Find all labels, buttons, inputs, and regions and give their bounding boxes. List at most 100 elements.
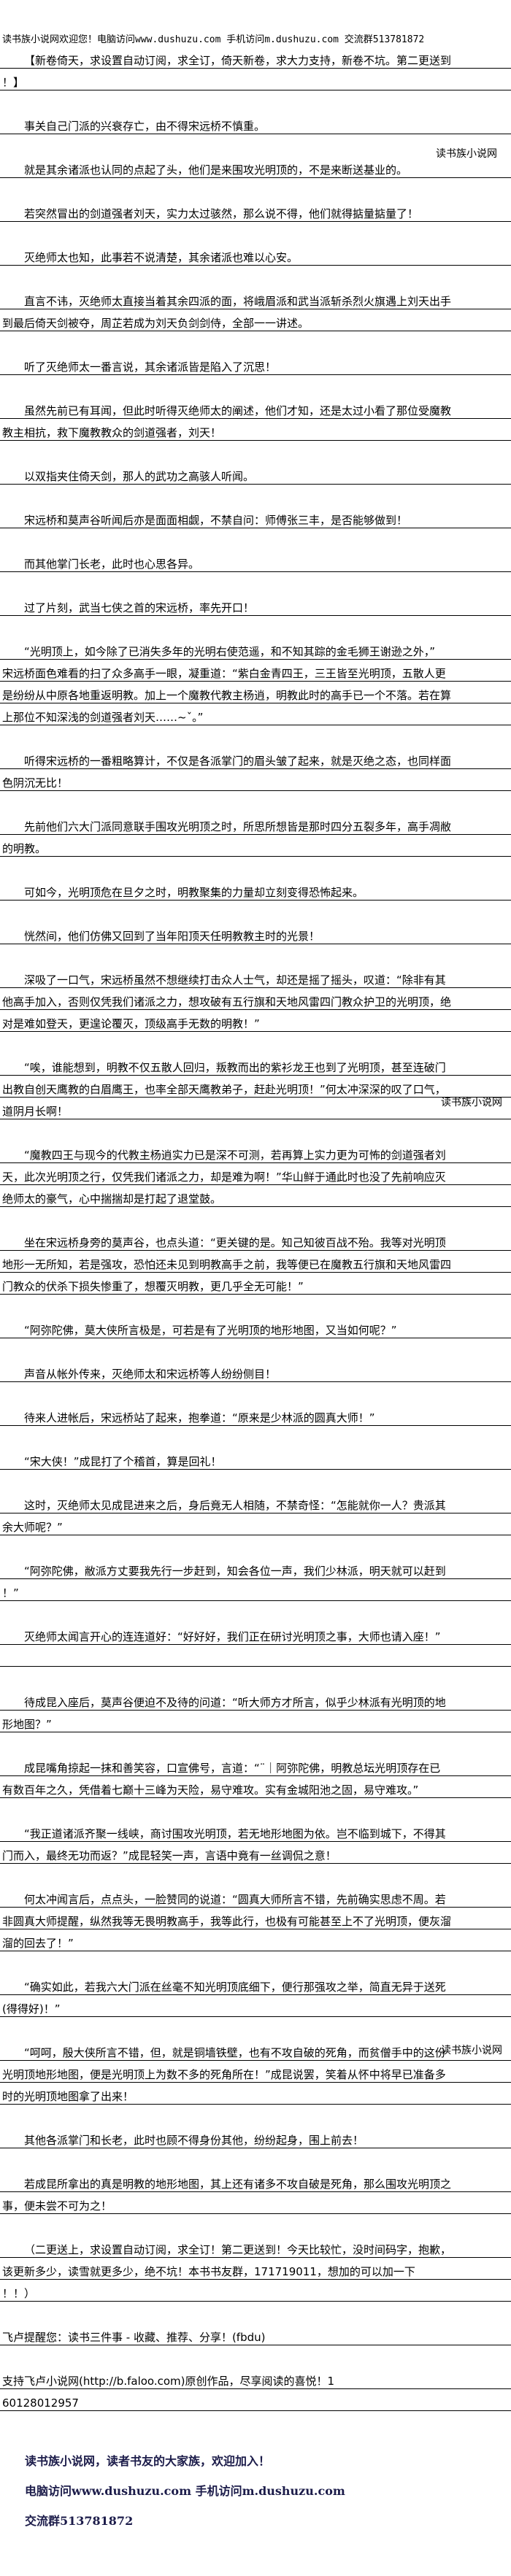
paragraph-text-line: 就是其余诸派也认同的点起了头，他们是来围攻光明顶的，不是来断送基业的。 [24,163,408,177]
ruled-line: 待来人进帐后，宋远桥站了起来，抱拳道：“原来是少林派的圆真大师！” [0,1404,511,1426]
paragraph-text-line: 形地图？” [2,1718,52,1731]
paragraph: 灭绝师太也知，此事若不说清楚，其余诸派也难以心安。 [0,244,511,266]
ruled-line: 若成昆所拿出的真是明教的地形地图，其上还有诸多不攻自破是死角，那么围攻光明顶之 [0,2170,511,2192]
paragraph-text-line: 60128012957 [2,2396,79,2410]
paragraph: 可如今，光明顶危在旦夕之时，明教聚集的力量却立刻变得恐怖起来。 [0,879,511,901]
paragraph-text-line: “我正道诸派齐聚一线峡，商讨围攻光明顶，若无地形地图为依。岂不临到城下，不得其 [24,1827,446,1840]
watermark-text: 读书族小说网 [436,148,497,160]
ruled-line: 宋远桥和莫声谷听闻后亦是面面相觑，不禁自问：师傅张三丰，是否能够做到！ [0,506,511,528]
paragraph-text-line: 成昆嘴角掠起一抹和善笑容，口宣佛号，言道：“¨｜阿弥陀佛，明教总坛光明顶存在已 [24,1762,441,1775]
ruled-line: 道阴月长啊！ [0,1098,511,1119]
paragraph: 深吸了一口气，宋远桥虽然不想继续打击众人士气，却还是摇了摇头，叹道：“除非有其他… [0,966,511,1032]
paragraph: 这时，灭绝师太见成昆进来之后，身后竟无人相随，不禁奇怪：“怎能就你一人？贵派其余… [0,1492,511,1535]
ruled-line: 门教众的伏杀下损失惨重了，想覆灭明教，更几乎全无可能！” [0,1273,511,1295]
ruled-line: “阿弥陀佛，敝派方丈要我先行一步赶到，知会各位一声，我们少林派，明天就可以赶到 [0,1557,511,1579]
paragraph: 灭绝师太闻言开心的连连道好：“好好好，我们正在研讨光明顶之事，大师也请入座！” [0,1623,511,1667]
ruled-line: 非圆真大师提醒，纵然我等无畏明教高手，我等此行，也极有可能甚至上不了光明顶，便灰… [0,1908,511,1929]
ruled-line: “确实如此，若我六大门派在丝毫不知光明顶底细下，便行那强攻之举，简直无异于送死 [0,1973,511,1995]
footer-group: 交流群513781872 [25,2514,134,2528]
paragraph-text-line: 声音从帐外传来，灭绝师太和宋远桥等人纷纷侧目！ [24,1368,277,1381]
paragraph-text-line: 到最后倚天剑被夺，周芷若成为刘天负剑剑侍，全部一一讲述。 [2,317,310,330]
paragraph: 何太冲闻言后，点点头，一脸赞同的说道：“圆真大师所言不错，先前确实思虑不周。若非… [0,1886,511,1951]
paragraph: “呵呵，殷大侠所言不错，但，就是铜墙铁壁，也有不攻自破的死角，而贫僧手中的这份光… [0,2039,511,2105]
paragraph-text-line: “唉，谁能想到，明教不仅五散人回归，叛教而出的紫衫龙王也到了光明顶，甚至连破门 [24,1061,446,1074]
ruled-line: 成昆嘴角掠起一抹和善笑容，口宣佛号，言道：“¨｜阿弥陀佛，明教总坛光明顶存在已 [0,1754,511,1776]
paragraph-text-line: 过了片刻，武当七侠之首的宋远桥，率先开口！ [24,601,255,614]
paragraph-text-line: 待来人进帐后，宋远桥站了起来，抱拳道：“原来是少林派的圆真大师！” [24,1411,375,1424]
ruled-line: 60128012957 [0,2389,511,2411]
ruled-line: 灭绝师太也知，此事若不说清楚，其余诸派也难以心安。 [0,244,511,266]
ruled-line: 时的光明顶地图拿了出来！ [0,2083,511,2105]
paragraph: 以双指夹住倚天剑，那人的武功之高骇人听闻。 [0,463,511,485]
paragraph: “唉，谁能想到，明教不仅五散人回归，叛教而出的紫衫龙王也到了光明顶，甚至连破门出… [0,1054,511,1119]
paragraph: 【新卷倚天，求设置自动订阅，求全订，倚天新卷，求大力支持，新卷不坑。第二更送到 ！… [0,47,511,90]
paragraph-text-line: “确实如此，若我六大门派在丝毫不知光明顶底细下，便行那强攻之举，简直无异于送死 [24,1981,446,1994]
paragraph-text-line: 出教自创天鹰教的白眉鹰王，也率全部天鹰教弟子，赶赴光明顶！”何太冲深深的叹了口气… [2,1083,446,1096]
ruled-line: 到最后倚天剑被夺，周芷若成为刘天负剑剑侍，全部一一讲述。 [0,309,511,331]
paragraph-text-line: 其他各派掌门和长老，此时也顾不得身份其他，纷纷起身，围上前去！ [24,2134,364,2147]
paragraph-text-line: 事关自己门派的兴衰存亡，由不得宋远桥不慎重。 [24,120,266,133]
ruled-line: 事关自己门派的兴衰存亡，由不得宋远桥不慎重。 [0,112,511,134]
paragraph-text-line: 对是难如登天，更遑论覆灭，顶级高手无数的明教！” [2,1017,260,1030]
paragraph-text-line: 虽然先前已有耳闻，但此时听得灭绝师太的阐述，他们才知，还是太过小看了那位受魔教 [24,404,452,417]
ruled-line: 事，便未尝不可为之！ [0,2192,511,2214]
ruled-line: 若突然冒出的剑道强者刘天，实力太过骇然，那么说不得，他们就得掂量掂量了！ [0,200,511,222]
paragraph-text-line: 是纷纷从中原各地重返明教。加上一个魔教代教主杨逍，明教此时的高手已一个不落。若在… [2,689,452,702]
paragraph-text-line: 有数百年之久，凭借着七巅十三峰为天险，易守难攻。实有金城阳池之固，易守难攻。” [2,1783,419,1797]
paragraph-text-line: ！！） [2,2287,36,2300]
ruled-line: “魔教四王与现今的代教主杨逍实力已是深不可测，若再算上实力更为可怖的剑道强者刘 [0,1141,511,1163]
paragraph-text-line: 待成昆入座后，莫声谷便迫不及待的问道：“听大师方才所言，似乎少林派有光明顶的地 [24,1696,446,1709]
paragraph-text-line: 深吸了一口气，宋远桥虽然不想继续打击众人士气，却还是摇了摇头，叹道：“除非有其 [24,973,446,987]
ruled-line: “阿弥陀佛，莫大侠所言极是，可若是有了光明顶的地形地图，又当如何呢？” [0,1316,511,1338]
paragraph-text-line: 道阴月长啊！ [2,1105,69,1118]
ruled-line: 天，此次光明顶之行，仅凭我们诸派之力，却是难为啊！”华山鲜于通此时也没了先前响应… [0,1163,511,1185]
ruled-line: 飞卢提醒您：读书三件事 - 收藏、推荐、分享！(fbdu) [0,2324,511,2345]
paragraph-text-line: 直言不讳，灭绝师太直接当着其余四派的面，将峨眉派和武当派斩杀烈火旗遇上刘天出手 [24,295,452,308]
paragraph-text-line: 色阴沉无比！ [2,776,69,790]
ruled-line: ！】 [0,69,511,90]
ruled-line: 过了片刻，武当七侠之首的宋远桥，率先开口！ [0,594,511,616]
ruled-line: 支持飞卢小说网(http://b.faloo.com)原创作品，尽享阅读的喜悦！… [0,2367,511,2389]
ruled-line: “光明顶上，如今除了已消失多年的光明右使范遥，和不知其踪的金毛狮王谢逊之外，” [0,638,511,660]
paragraph-text-line: 宋远桥面色难看的扫了众多高手一眼，凝重道：“紫白金青四王，三王皆至光明顶，五散人… [2,667,446,680]
paragraph-text-line: ！】 [2,76,25,89]
paragraph-text-line: 教主相抗，救下魔教教众的剑道强者，刘天！ [2,426,222,439]
paragraph-text-line: “魔教四王与现今的代教主杨逍实力已是深不可测，若再算上实力更为可怖的剑道强者刘 [24,1149,446,1162]
ruled-line: 【新卷倚天，求设置自动订阅，求全订，倚天新卷，求大力支持，新卷不坑。第二更送到 [0,47,511,69]
ruled-line: 宋远桥面色难看的扫了众多高手一眼，凝重道：“紫白金青四王，三王皆至光明顶，五散人… [0,660,511,682]
paragraph-text-line: 可如今，光明顶危在旦夕之时，明教聚集的力量却立刻变得恐怖起来。 [24,886,364,899]
paragraph-text-line: 地形一无所知，若是强攻，恐怕还未见到明教高手之前，我等便已在魔教五行旗和天地风雷… [2,1258,452,1271]
site-footer: 读书族小说网，读者书友的大家族，欢迎加入！ 电脑访问www.dushuzu.co… [25,2452,345,2542]
paragraph: （二更送上，求设置自动订阅，求全订！第二更送到！今天比较忙，没时间码字，抱歉，该… [0,2236,511,2302]
ruled-line: 而其他掌门长老，此时也心思各异。 [0,550,511,572]
paragraph-text-line: 灭绝师太闻言开心的连连道好：“好好好，我们正在研讨光明顶之事，大师也请入座！” [24,1630,441,1643]
paragraph-text-line: 上那位不知深浅的剑道强者刘天……~ˇ。” [2,711,204,724]
paragraph-text-line: 溜的回去了！” [2,1937,74,1950]
paragraph-text-line: “阿弥陀佛，敝派方丈要我先行一步赶到，知会各位一声，我们少林派，明天就可以赶到 [24,1565,446,1578]
paragraph: 支持飞卢小说网(http://b.faloo.com)原创作品，尽享阅读的喜悦！… [0,2367,511,2411]
paragraph-text-line: 门教众的伏杀下损失惨重了，想覆灭明教，更几乎全无可能！” [2,1280,304,1293]
paragraph: “光明顶上，如今除了已消失多年的光明右使范遥，和不知其踪的金毛狮王谢逊之外，” 宋… [0,638,511,725]
ruled-line: 先前他们六大门派同意联手围攻光明顶之时，所思所想皆是那时四分五裂多年，高手凋敝 [0,813,511,835]
paragraph: 事关自己门派的兴衰存亡，由不得宋远桥不慎重。 [0,112,511,134]
paragraph: “我正道诸派齐聚一线峡，商讨围攻光明顶，若无地形地图为依。岂不临到城下，不得其门… [0,1820,511,1864]
ruled-line: 绝师太的豪气，心中揣揣却是打起了退堂鼓。 [0,1185,511,1207]
paragraph: 先前他们六大门派同意联手围攻光明顶之时，所思所想皆是那时四分五裂多年，高手凋敝的… [0,813,511,857]
ruled-line: (得得好)！” [0,1995,511,2017]
ruled-line: 上那位不知深浅的剑道强者刘天……~ˇ。” [0,703,511,725]
ruled-line: 的明教。 [0,835,511,857]
paragraph-text-line: 恍然间，他们仿佛又回到了当年阳顶天任明教教主时的光景！ [24,930,320,943]
paragraph-text-line: 余大师呢？” [2,1521,63,1534]
paragraph: 直言不讳，灭绝师太直接当着其余四派的面，将峨眉派和武当派斩杀烈火旗遇上刘天出手到… [0,288,511,331]
paragraph-text-line: 支持飞卢小说网(http://b.faloo.com)原创作品，尽享阅读的喜悦！… [2,2375,335,2388]
ruled-line: “唉，谁能想到，明教不仅五散人回归，叛教而出的紫衫龙王也到了光明顶，甚至连破门 [0,1054,511,1076]
ruled-line: 余大师呢？” [0,1513,511,1535]
ruled-line: 门而入，最终无功而返？”成昆轻笑一声，言语中竟有一丝调侃之意！ [0,1842,511,1864]
paragraph-text-line: 若成昆所拿出的真是明教的地形地图，其上还有诸多不攻自破是死角，那么围攻光明顶之 [24,2178,452,2191]
paragraph-text-line: “宋大侠！”成昆打了个稽首，算是回礼！ [24,1455,222,1468]
paragraph-text-line: 飞卢提醒您：读书三件事 - 收藏、推荐、分享！(fbdu) [2,2331,266,2344]
ruled-line: 有数百年之久，凭借着七巅十三峰为天险，易守难攻。实有金城阳池之固，易守难攻。” [0,1776,511,1798]
paragraph-text-line: （二更送上，求设置自动订阅，求全订！第二更送到！今天比较忙，没时间码字，抱歉， [24,2243,452,2256]
ruled-line: 溜的回去了！” [0,1929,511,1951]
paragraph-text-line: 坐在宋远桥身旁的莫声谷，也点头道：“更关键的是。知己知彼百战不殆。我等对光明顶 [24,1236,446,1249]
